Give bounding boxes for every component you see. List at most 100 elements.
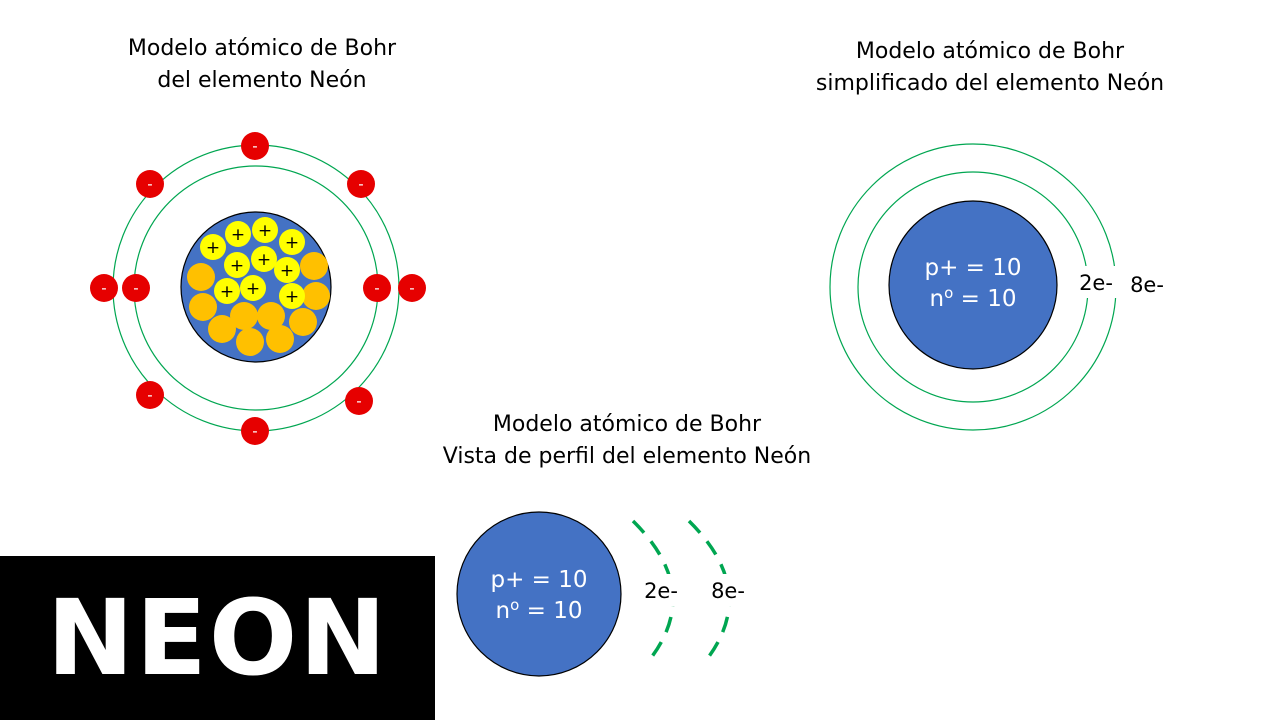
profile-neutron-superscript: o: [510, 596, 519, 614]
electron: -: [345, 387, 373, 415]
proton-body: [240, 275, 266, 301]
electron-body: [363, 274, 391, 302]
simplified-shell1-label: 2e-: [1079, 271, 1113, 295]
proton: +: [279, 283, 305, 309]
electron: -: [241, 132, 269, 160]
proton-body: [274, 257, 300, 283]
simplified-shell2-label: 8e-: [1130, 273, 1164, 297]
neutron: [266, 325, 294, 353]
electron: -: [122, 274, 150, 302]
profile-model-title: Modelo atómico de Bohr Vista de perfil d…: [407, 409, 847, 473]
neutron: [187, 263, 215, 291]
profile-model-title-line-2: Vista de perfil del elemento Neón: [442, 444, 812, 469]
simplified-bohr-model: p+ = 10 no = 10 2e- 8e-: [829, 143, 1167, 431]
proton-sign: +: [230, 256, 244, 276]
proton-body: [252, 217, 278, 243]
neutron: [208, 315, 236, 343]
profile-shell1-label: 2e-: [644, 579, 678, 603]
electron-sign: -: [358, 175, 363, 193]
electron-body: [347, 170, 375, 198]
simplified-nucleus-neutrons: no = 10: [930, 284, 1017, 312]
electron-body: [241, 132, 269, 160]
proton-body: [279, 229, 305, 255]
profile-nucleus-protons: p+ = 10: [490, 567, 587, 593]
profile-nucleus: [456, 511, 622, 677]
proton: +: [252, 217, 278, 243]
simplified-model-title-line-2: simplificado del elemento Neón: [815, 71, 1165, 96]
proton-sign: +: [285, 233, 299, 253]
profile-shell2-label-bg: [705, 574, 751, 606]
proton: +: [240, 275, 266, 301]
full-model-title-line-2: del elemento Neón: [157, 68, 367, 93]
electron: -: [347, 170, 375, 198]
full-model-title: Modelo atómico de Bohr del elemento Neón: [62, 33, 462, 97]
electron-sign: -: [252, 137, 257, 155]
proton: +: [251, 246, 277, 272]
simplified-neutron-symbol: n: [930, 286, 945, 312]
simplified-nucleus-protons: p+ = 10: [924, 255, 1021, 281]
electron-sign: -: [374, 279, 379, 297]
electron-body: [122, 274, 150, 302]
profile-neutron-symbol: n: [496, 598, 511, 624]
electron-sign: -: [133, 279, 138, 297]
proton-sign: +: [280, 261, 294, 281]
proton-sign: +: [206, 238, 220, 258]
electron: -: [90, 274, 118, 302]
electron-group: - - - - - - - - - -: [90, 132, 426, 445]
proton-body: [224, 252, 250, 278]
electron: -: [136, 381, 164, 409]
proton-sign: +: [258, 221, 272, 241]
proton-body: [279, 283, 305, 309]
neutron: [302, 282, 330, 310]
neon-banner: NEON: [0, 556, 435, 720]
electron-body: [345, 387, 373, 415]
electron: -: [136, 170, 164, 198]
proton-body: [251, 246, 277, 272]
electron-body: [90, 274, 118, 302]
profile-bohr-model: p+ = 10 no = 10 2e- 8e-: [456, 511, 751, 677]
neutron: [257, 302, 285, 330]
neutron: [289, 308, 317, 336]
shell1-label-bg: [1074, 266, 1118, 298]
neutron: [236, 328, 264, 356]
profile-model-title-line-1: Modelo atómico de Bohr: [492, 412, 762, 437]
simplified-model-title: Modelo atómico de Bohr simplificado del …: [770, 36, 1210, 100]
simplified-nucleus: [888, 200, 1058, 370]
electron-sign: -: [409, 279, 414, 297]
profile-shell2-label: 8e-: [711, 579, 745, 603]
profile-neutron-value: = 10: [519, 598, 582, 624]
proton-body: [214, 278, 240, 304]
electron-sign: -: [101, 279, 106, 297]
proton: +: [279, 229, 305, 255]
proton-sign: +: [285, 287, 299, 307]
neon-banner-text: NEON: [46, 577, 389, 699]
electron-body: [136, 170, 164, 198]
proton: +: [274, 257, 300, 283]
neutron: [300, 252, 328, 280]
proton-body: [200, 234, 226, 260]
neutron: [230, 302, 258, 330]
proton: +: [200, 234, 226, 260]
electron-body: [136, 381, 164, 409]
proton-sign: +: [246, 279, 260, 299]
proton: +: [225, 221, 251, 247]
electron-body: [398, 274, 426, 302]
electron-sign: -: [147, 175, 152, 193]
proton-body: [225, 221, 251, 247]
electron-sign: -: [356, 392, 361, 410]
electron: -: [398, 274, 426, 302]
electron: -: [363, 274, 391, 302]
proton-sign: +: [231, 225, 245, 245]
shell2-label-bg: [1123, 268, 1167, 300]
simplified-neutron-superscript: o: [944, 284, 953, 302]
proton-sign: +: [257, 250, 271, 270]
profile-shell1-label-bg: [637, 574, 683, 606]
full-bohr-model: ++++++++++ ----------: [90, 132, 426, 445]
electron-sign: -: [147, 386, 152, 404]
electron-sign: -: [252, 422, 257, 440]
profile-nucleus-neutrons: no = 10: [496, 596, 583, 624]
simplified-neutron-value: = 10: [953, 286, 1016, 312]
electron: -: [241, 417, 269, 445]
proton: +: [224, 252, 250, 278]
